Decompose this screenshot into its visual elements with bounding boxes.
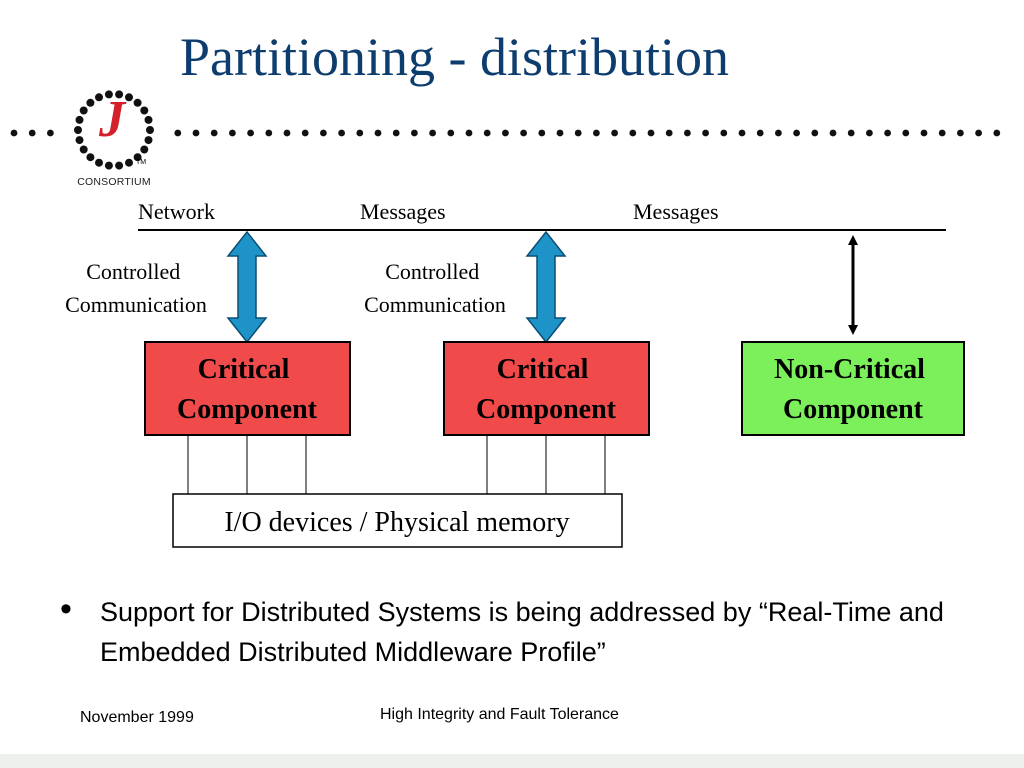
controlled-comm-arrow-mid <box>525 230 567 344</box>
io-devices-box <box>172 493 623 548</box>
critical-component-mid-label: Critical Component <box>476 354 617 425</box>
controlled-comm-arrow-left <box>226 230 268 344</box>
footer-date: November 1999 <box>80 709 194 726</box>
messages-label-left: Messages <box>360 199 446 224</box>
bullet-text: Support for Distributed Systems is being… <box>100 597 944 667</box>
controlled-comm-label-mid: Controlled Communication <box>364 259 506 317</box>
slide-title: Partitioning - distribution <box>180 27 729 87</box>
controlled-comm-label-left: Controlled Communication <box>65 259 207 317</box>
io-devices-label: I/O devices / Physical memory <box>224 507 569 538</box>
bottom-band <box>0 754 1024 768</box>
j-consortium-logo: J TM <box>74 90 154 170</box>
critical-component-left <box>144 341 351 436</box>
logo-mark: J <box>98 91 127 148</box>
critical-component-left-label: Critical Component <box>177 354 318 425</box>
dotted-divider <box>10 129 1001 137</box>
partition-diagram: Network Messages Messages Controlled Com… <box>65 199 965 548</box>
logo-tm: TM <box>136 159 146 166</box>
network-label: Network <box>138 199 215 224</box>
footer-title: High Integrity and Fault Tolerance <box>380 706 619 723</box>
non-critical-component <box>741 341 965 436</box>
bullet-marker: • <box>60 590 72 628</box>
critical-component-mid <box>443 341 650 436</box>
io-connectors <box>187 436 606 494</box>
non-critical-component-label: Non-Critical Component <box>774 354 932 425</box>
logo-label: CONSORTIUM <box>77 176 151 188</box>
logo-dot-ring <box>74 90 154 170</box>
messages-label-right: Messages <box>633 199 719 224</box>
